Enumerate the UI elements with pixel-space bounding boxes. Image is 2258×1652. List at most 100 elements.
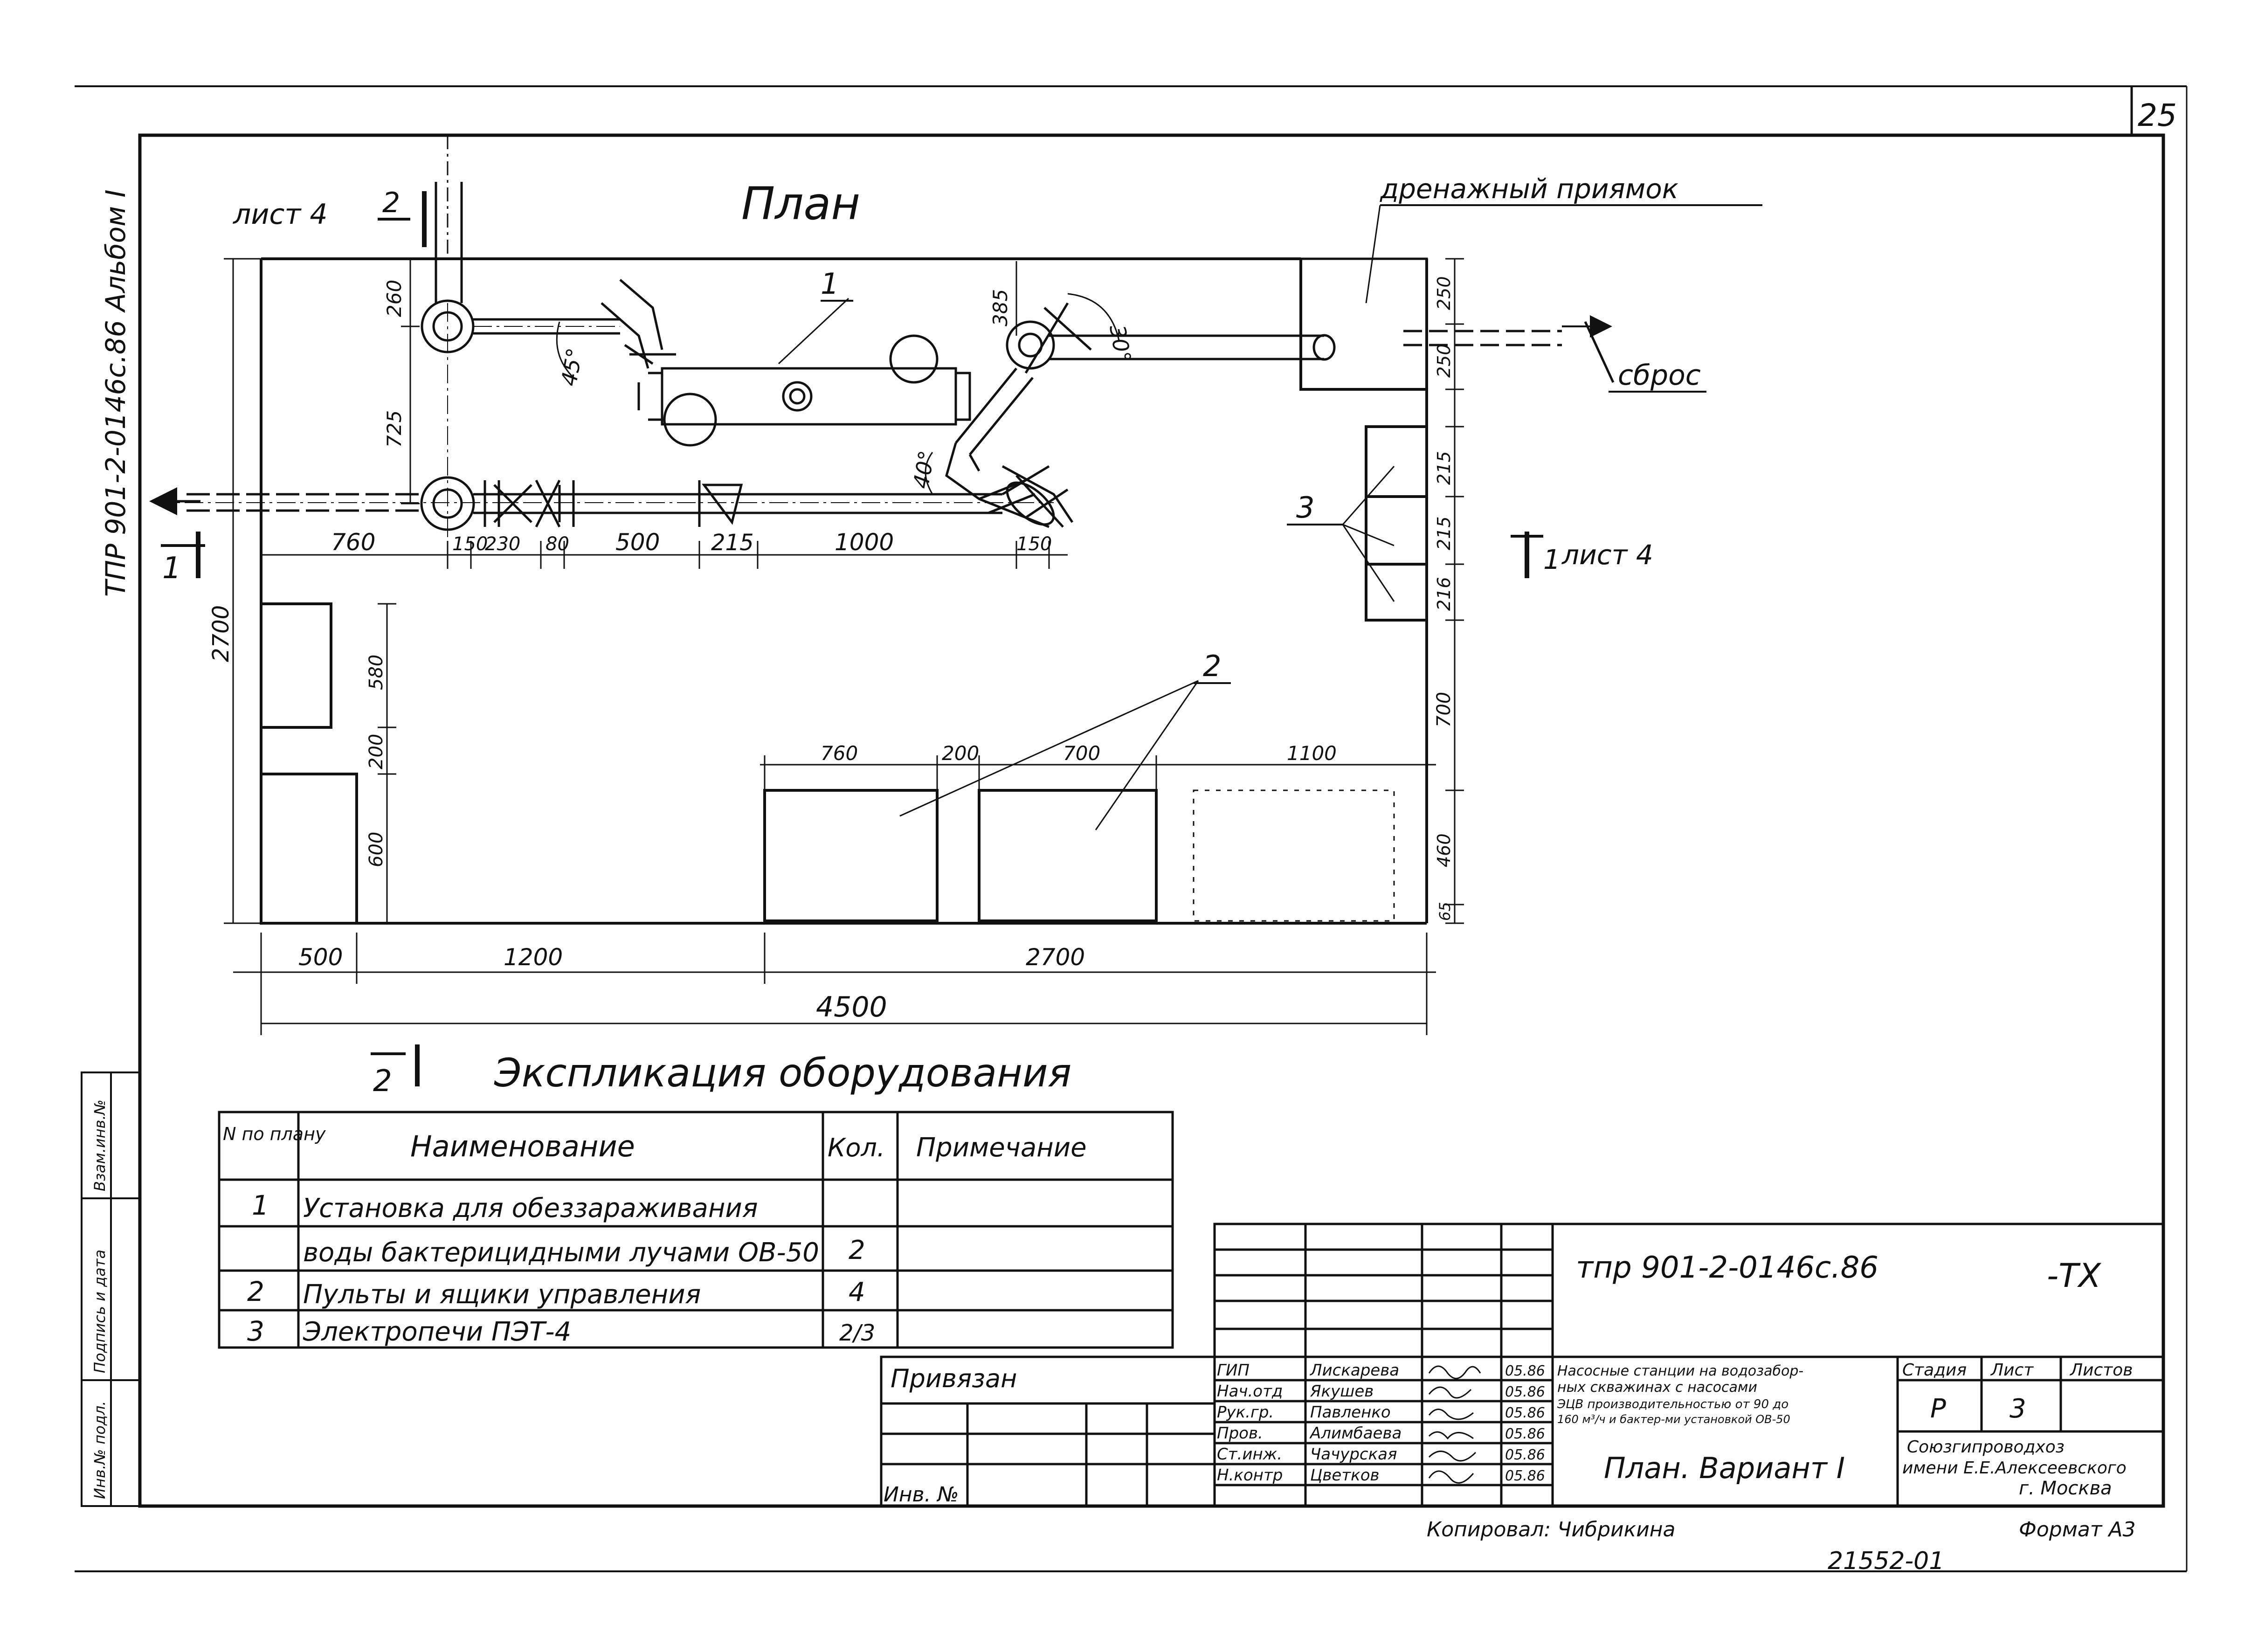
pipe-main bbox=[149, 465, 1069, 531]
dim-760: 760 bbox=[331, 529, 375, 556]
format: Формат А3 bbox=[2019, 1518, 2136, 1541]
explication-row-name: воды бактерицидными лучами ОВ-50 bbox=[303, 1237, 819, 1268]
callout-3: 3 bbox=[1296, 491, 1314, 525]
section-2-bottom: 2 bbox=[373, 1064, 392, 1099]
callout-1-leader bbox=[778, 297, 849, 365]
role-prov: Пров. bbox=[1217, 1424, 1263, 1443]
name-ruk-gr: Павленко bbox=[1310, 1403, 1391, 1422]
name-gip: Лискарева bbox=[1309, 1361, 1399, 1380]
role-n-kontr: Н.контр bbox=[1217, 1466, 1283, 1485]
callout-2-leader-a bbox=[899, 680, 1199, 817]
dim-700a: 700 bbox=[1063, 742, 1100, 765]
plan-title: План bbox=[741, 178, 860, 230]
dim-overall-vertical bbox=[224, 258, 261, 924]
dim-1100: 1100 bbox=[1287, 742, 1337, 765]
sheet-title: План. Вариант I bbox=[1604, 1451, 1845, 1485]
org-line-1: Союзгипроводхоз bbox=[1907, 1438, 2065, 1457]
dim-215: 215 bbox=[711, 530, 754, 556]
pipe-top bbox=[421, 182, 971, 447]
explication-row-qty: 4 bbox=[849, 1277, 865, 1307]
pipe-right bbox=[945, 302, 1336, 528]
side-stamp-replace: Взам.инв.№ bbox=[91, 1099, 109, 1191]
sheets-label: Листов bbox=[2069, 1361, 2133, 1380]
signatures bbox=[1428, 1365, 1481, 1484]
centre-lines bbox=[154, 303, 1054, 560]
dim-1000: 1000 bbox=[835, 529, 894, 556]
description-line: ных скважинах с насосами bbox=[1557, 1379, 1757, 1396]
dim-600v: 600 bbox=[366, 832, 387, 867]
callout-2-leader-b bbox=[1095, 680, 1199, 830]
name-nach-otd: Якушев bbox=[1310, 1382, 1374, 1401]
sheet-value: 3 bbox=[2009, 1394, 2026, 1424]
date-nach-otd: 05.86 bbox=[1505, 1384, 1545, 1400]
description-line: Насосные станции на водозабор- bbox=[1557, 1363, 1803, 1379]
name-st-inzh: Чачурская bbox=[1310, 1445, 1397, 1464]
explication-header-num: N по плану bbox=[223, 1124, 326, 1144]
dim-500a: 500 bbox=[615, 529, 660, 556]
explication-row-num: 3 bbox=[247, 1315, 264, 1347]
privyazan-grid bbox=[880, 1355, 1216, 1507]
dim-200: 200 bbox=[366, 734, 387, 769]
dim-760b: 760 bbox=[821, 742, 858, 765]
control-panels-left bbox=[260, 602, 358, 925]
dim-65: 65 bbox=[1436, 902, 1454, 921]
doc-suffix: -ТХ bbox=[2047, 1257, 2102, 1295]
explication-header-qty: Кол. bbox=[828, 1133, 885, 1162]
angle-30-arc bbox=[1067, 293, 1120, 341]
dim-500b: 500 bbox=[298, 944, 343, 971]
copied-by: Копировал: Чибрикина bbox=[1427, 1518, 1676, 1541]
dim-80: 80 bbox=[546, 533, 569, 555]
heaters bbox=[1365, 425, 1428, 622]
org-line-2: имени Е.Е.Алексеевского bbox=[1902, 1458, 2127, 1478]
stage-value: Р bbox=[1930, 1394, 1946, 1424]
dim-700b: 700 bbox=[1433, 692, 1455, 727]
role-st-inzh: Ст.инж. bbox=[1217, 1445, 1282, 1464]
dim-4500: 4500 bbox=[816, 991, 887, 1023]
archive-no: 21552-01 bbox=[1828, 1547, 1944, 1575]
explication-header-note: Примечание bbox=[916, 1133, 1087, 1163]
dim-150a: 150 bbox=[452, 533, 488, 555]
explication-row-name: Электропечи ПЭТ-4 bbox=[303, 1317, 571, 1347]
dim-left-vertical bbox=[401, 259, 1017, 505]
dim-216: 216 bbox=[1434, 577, 1454, 611]
section-1-right: 1 bbox=[1543, 544, 1561, 575]
dim-215b: 215 bbox=[1434, 451, 1454, 485]
dim-pipe-chain bbox=[261, 541, 1068, 569]
date-prov: 05.86 bbox=[1505, 1426, 1545, 1442]
dim-1200a: 1200 bbox=[504, 944, 563, 971]
explication-header-name: Наименование bbox=[410, 1129, 635, 1163]
date-st-inzh: 05.86 bbox=[1505, 1447, 1545, 1463]
dim-580: 580 bbox=[366, 655, 387, 690]
dim-385: 385 bbox=[989, 289, 1012, 326]
title-block-grid bbox=[1213, 1223, 2165, 1507]
callout-3-leader-c bbox=[1342, 524, 1395, 602]
discharge-pipe bbox=[1403, 315, 1615, 383]
dim-200b: 200 bbox=[942, 742, 979, 765]
angle-40: 40° bbox=[908, 449, 939, 491]
dim-250a: 250 bbox=[1434, 276, 1454, 310]
angle-45: 45° bbox=[556, 346, 587, 388]
side-stamp bbox=[81, 1071, 141, 1507]
inv-no-label: Инв. № bbox=[884, 1483, 959, 1507]
drain-pit-leader bbox=[1365, 205, 1381, 304]
callout-3-leader-b bbox=[1342, 524, 1395, 546]
dim-bottom-panels bbox=[760, 755, 1436, 790]
privyazan-label: Привязан bbox=[891, 1364, 1017, 1393]
dim-2700h: 2700 bbox=[1026, 944, 1085, 971]
sheet-number: 25 bbox=[2138, 97, 2177, 133]
description-line: ЭЦВ производительностью от 90 до bbox=[1557, 1397, 1788, 1411]
role-gip: ГИП bbox=[1217, 1361, 1250, 1380]
angle-45-arc bbox=[556, 321, 574, 379]
dim-260: 260 bbox=[383, 280, 406, 317]
date-ruk-gr: 05.86 bbox=[1505, 1405, 1545, 1421]
explication-row-name: Пульты и ящики управления bbox=[303, 1279, 701, 1310]
sheet4-ref-right: лист 4 bbox=[1561, 539, 1653, 571]
dim-150b: 150 bbox=[1016, 533, 1052, 555]
sheet-label: Лист bbox=[1990, 1361, 2034, 1380]
role-nach-otd: Нач.отд bbox=[1217, 1382, 1283, 1401]
angle-40-arc bbox=[925, 452, 933, 495]
callout-2: 2 bbox=[1203, 649, 1221, 683]
stage-label: Стадия bbox=[1902, 1361, 1967, 1380]
dim-right-vertical bbox=[1445, 258, 1464, 924]
